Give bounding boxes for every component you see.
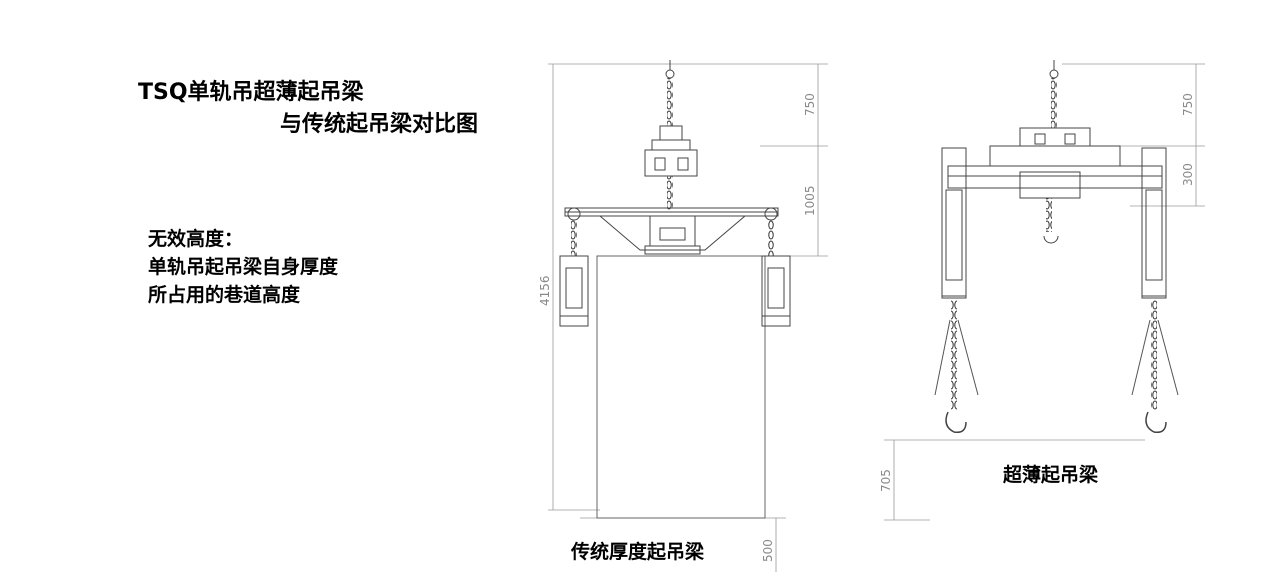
thin-dim-bottom: 705	[879, 469, 893, 492]
note-heading: 无效高度：	[148, 228, 244, 250]
diagram-title-line2: 与传统起吊梁对比图	[280, 112, 479, 137]
traditional-beam-drawing	[548, 60, 828, 572]
caption-ultra-thin-beam: 超薄起吊梁	[1003, 464, 1099, 486]
trad-dim-bottom: 500	[761, 539, 775, 562]
trad-dim-total: 4156	[538, 275, 552, 306]
diagram-title-line1: TSQ单轨吊超薄起吊梁	[138, 80, 364, 105]
ultra-thin-beam-drawing	[884, 60, 1205, 521]
trad-dim-top: 750	[803, 93, 817, 116]
trad-dim-middle: 1005	[803, 185, 817, 216]
caption-traditional-beam: 传统厚度起吊梁	[571, 541, 705, 563]
ultra-thin-dimension-lines	[884, 63, 1205, 521]
thin-dim-top: 750	[1181, 93, 1195, 116]
note-line-3: 所占用的巷道高度	[148, 284, 301, 306]
thin-dim-middle: 300	[1181, 163, 1195, 186]
note-line-2: 单轨吊起吊梁自身厚度	[148, 256, 339, 278]
